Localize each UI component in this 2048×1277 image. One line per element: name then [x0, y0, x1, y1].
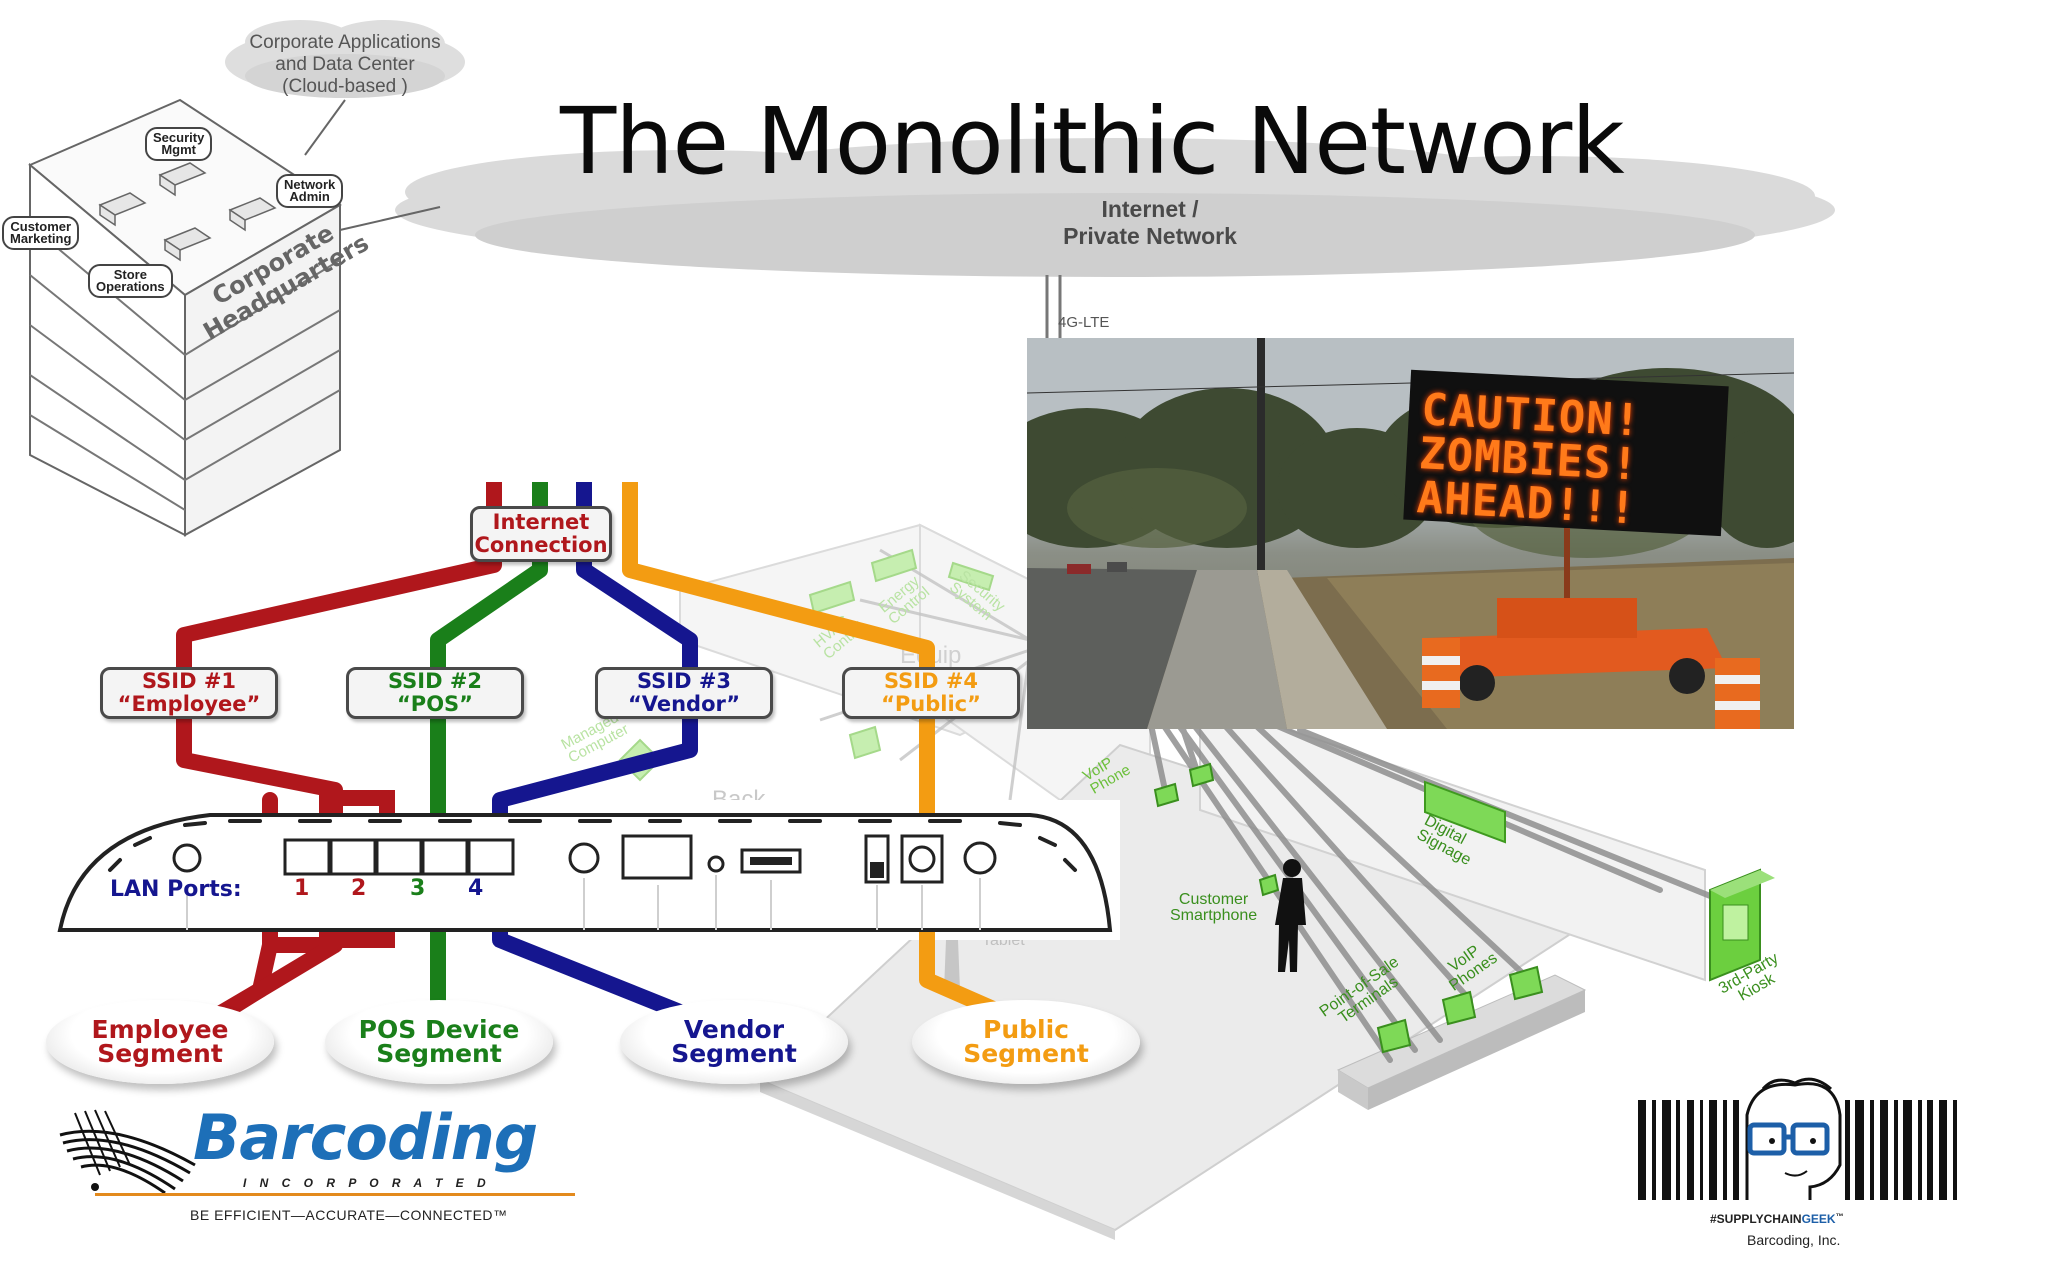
ssid2-line2: “POS” — [397, 692, 473, 716]
port-number-2: 2 — [351, 876, 367, 901]
slide-title: The Monolithic Network — [560, 88, 1625, 195]
digital-signage-device — [1424, 780, 1506, 844]
kiosk-device — [1709, 868, 1775, 982]
corporate-cloud-shape — [225, 20, 465, 98]
vendor-seg-line2: Segment — [671, 1039, 797, 1068]
ssid4-line1: SSID #4 — [883, 669, 979, 693]
port-number-3: 3 — [410, 876, 426, 901]
hashtag-tm: ™ — [1835, 1212, 1844, 1221]
employee-segment-label: Employee Segment — [46, 1015, 274, 1068]
store-tag-line1: Store — [113, 267, 147, 282]
ssid-pos-box: SSID #2 “POS” — [346, 667, 524, 719]
security-mgmt-tag: Security Mgmt — [145, 127, 213, 161]
zombie-sign-photo: CAUTION! ZOMBIES! AHEAD!!! — [1027, 338, 1794, 729]
ssid-employee-box: SSID #1 “Employee” — [100, 667, 278, 719]
ssid4-line2: “Public” — [881, 692, 981, 716]
ssid1-line2: “Employee” — [117, 692, 261, 716]
lan-label-text: LAN Ports: — [110, 877, 242, 902]
store-floor — [758, 698, 1706, 1240]
barcoding-swoosh-icon — [59, 1109, 196, 1195]
port-number-1: 1 — [294, 876, 310, 901]
customer-tag-line2: Marketing — [10, 231, 72, 246]
router-body — [57, 813, 1113, 932]
router-diagram — [40, 482, 1120, 1047]
public-segment-label: Public Segment — [912, 1015, 1140, 1068]
vendor-seg-line1: Vendor — [683, 1015, 785, 1044]
barcoding-tagline: BE EFFICIENT—ACCURATE—CONNECTED™ — [190, 1207, 508, 1223]
cloud-small-line1: Corporate Applications — [249, 32, 441, 53]
store-tag-line2: Operations — [96, 279, 165, 294]
photo-scene — [1027, 338, 1794, 729]
ssid2-line1: SSID #2 — [387, 669, 483, 693]
smartphone-line1: Customer — [1178, 891, 1249, 908]
pos-seg-line1: POS Device — [358, 1015, 520, 1044]
vendor-segment-ellipse — [620, 1000, 848, 1084]
corporate-cloud-label: Corporate Applications and Data Center (… — [230, 32, 460, 98]
internet-connection-line1: Internet — [492, 510, 590, 534]
ssid-public-box: SSID #4 “Public” — [842, 667, 1020, 719]
store-operations-tag: Store Operations — [88, 264, 173, 298]
barcode-geek-icon — [1638, 1077, 1957, 1200]
hashtag-part2: GEEK — [1801, 1212, 1836, 1226]
customer-marketing-tag: Customer Marketing — [2, 216, 80, 250]
network-tag-line1: Network — [284, 177, 336, 192]
network-tag-line2: Admin — [289, 189, 330, 204]
vendor-segment-label: Vendor Segment — [620, 1015, 848, 1068]
employee-seg-line2: Segment — [97, 1039, 223, 1068]
internet-cloud-shape — [395, 138, 1835, 277]
public-seg-line2: Segment — [963, 1039, 1089, 1068]
employee-segment-ellipse — [46, 1000, 274, 1084]
cloud-small-line3: (Cloud-based ) — [282, 76, 408, 97]
barcoding-logo: Barcoding I N C O R P O R A T E D BE EFF… — [55, 1101, 575, 1225]
network-line2: Private Network — [1063, 223, 1237, 249]
geek-hashtag: #SUPPLYCHAINGEEK™ — [1710, 1212, 1844, 1226]
pos-terminal-devices — [1153, 762, 1544, 1054]
customer-smartphone-label: Customer Smartphone — [1170, 892, 1257, 924]
faded-person — [944, 940, 960, 990]
lan-ports-label: LAN Ports: — [110, 877, 242, 902]
ssid3-line1: SSID #3 — [636, 669, 732, 693]
ssid1-line1: SSID #1 — [141, 669, 237, 693]
cloud-small-line2: and Data Center — [275, 54, 415, 75]
customer-silhouette — [1275, 859, 1306, 972]
pos-segment-label: POS Device Segment — [325, 1015, 553, 1068]
port-number-4: 4 — [468, 876, 484, 901]
internet-connection-box: Internet Connection — [470, 506, 612, 562]
smartphone-line2: Smartphone — [1170, 907, 1258, 924]
hashtag-part1: #SUPPLYCHAIN — [1710, 1212, 1802, 1226]
internet-connection-line2: Connection — [474, 533, 608, 557]
network-line1: Internet / — [1101, 196, 1199, 222]
pos-segment-ellipse — [325, 1000, 553, 1084]
security-tag-line1: Security — [153, 130, 205, 145]
pos-seg-line2: Segment — [376, 1039, 502, 1068]
sign-message: CAUTION! ZOMBIES! AHEAD!!! — [1416, 384, 1722, 536]
lte-label: 4G-LTE — [1058, 314, 1110, 331]
network-admin-tag: Network Admin — [276, 174, 344, 208]
public-seg-line1: Public — [983, 1015, 1069, 1044]
employee-seg-line1: Employee — [91, 1015, 229, 1044]
barcoding-incorporated: I N C O R P O R A T E D — [243, 1176, 491, 1190]
geek-company: Barcoding, Inc. — [1747, 1232, 1841, 1248]
barcoding-wordmark: Barcoding — [193, 1101, 538, 1174]
lte-antenna — [1045, 275, 1062, 340]
ssid-vendor-box: SSID #3 “Vendor” — [595, 667, 773, 719]
ssid3-line2: “Vendor” — [627, 692, 741, 716]
customer-tag-line1: Customer — [10, 219, 72, 234]
barcoding-underline — [95, 1193, 575, 1196]
security-tag-line2: Mgmt — [161, 142, 196, 157]
supplychaingeek-logo: #SUPPLYCHAINGEEK™ Barcoding, Inc. — [1635, 1075, 1965, 1260]
internet-network-label: Internet / Private Network — [1030, 196, 1270, 250]
public-segment-ellipse — [912, 1000, 1140, 1084]
